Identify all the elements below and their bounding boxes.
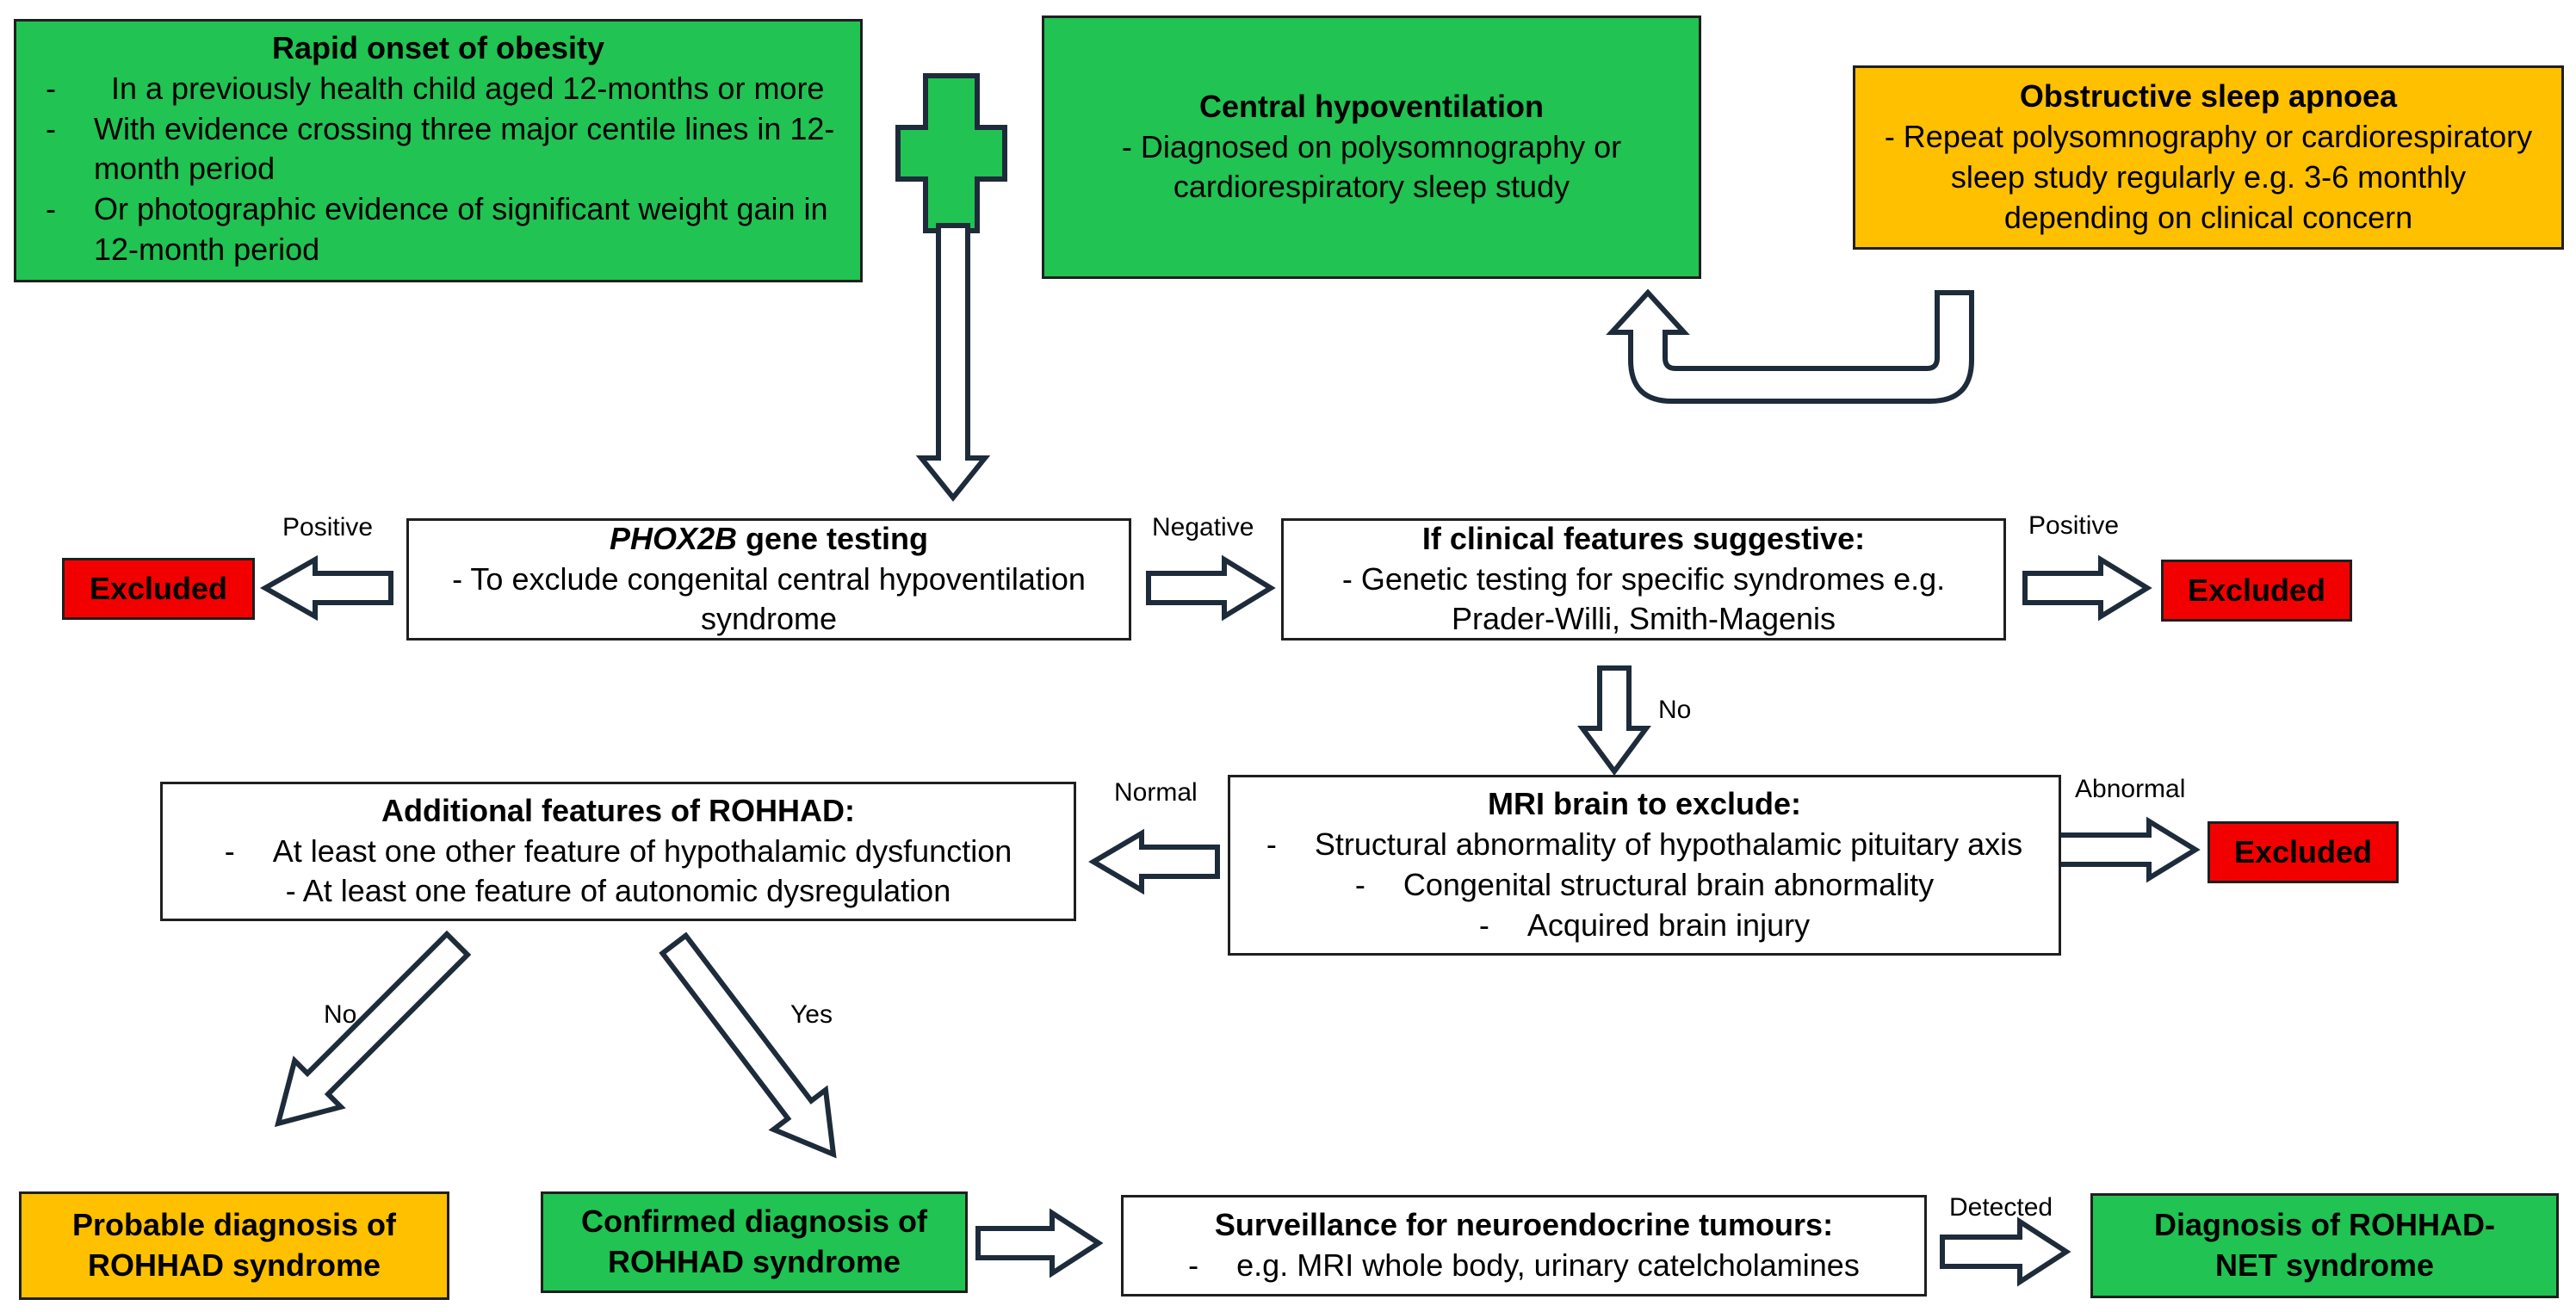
surveillance-item: -e.g. MRI whole body, urinary catelchola… <box>1188 1247 1860 1283</box>
phox2b-body: - To exclude congenital central hypovent… <box>452 560 1086 637</box>
osa-body: - Repeat polysomnography or cardiorespir… <box>1884 119 2533 235</box>
phox2b-title: PHOX2B gene testing <box>609 520 929 556</box>
mri-node: MRI brain to exclude: -Structural abnorm… <box>1228 775 2061 956</box>
osa-title: Obstructive sleep apnoea <box>2019 78 2398 114</box>
rohhad-net-node: Diagnosis of ROHHAD-NET syndrome <box>2090 1193 2559 1298</box>
clinical-features-title: If clinical features suggestive: <box>1421 520 1866 556</box>
central-hypoventilation-title: Central hypoventilation <box>1198 88 1545 124</box>
osa-node: Obstructive sleep apnoea - Repeat polyso… <box>1853 65 2564 250</box>
surveillance-node: Surveillance for neuroendocrine tumours:… <box>1121 1195 1927 1297</box>
label-positive-left: Positive <box>282 513 374 542</box>
arrow-positive-right <box>2022 554 2152 622</box>
rapid-onset-item: -Or photographic evidence of significant… <box>46 191 828 267</box>
rapid-onset-item: -In a previously health child aged 12-mo… <box>46 70 825 106</box>
mri-item: -Structural abnormality of hypothalamic … <box>1266 826 2023 863</box>
phox2b-node: PHOX2B gene testing - To exclude congeni… <box>406 518 1131 641</box>
arrow-detected <box>1940 1216 2071 1287</box>
label-yes-confirmed: Yes <box>790 1000 833 1029</box>
label-normal: Normal <box>1114 778 1198 807</box>
clinical-features-body: - Genetic testing for specific syndromes… <box>1341 560 1946 637</box>
arrow-positive-left <box>259 554 393 622</box>
arrow-negative <box>1146 554 1276 622</box>
surveillance-title: Surveillance for neuroendocrine tumours: <box>1214 1207 1834 1243</box>
rapid-onset-title: Rapid onset of obesity <box>271 30 605 65</box>
excluded-box-left: Excluded <box>62 558 255 620</box>
label-abnormal: Abnormal <box>2075 775 2186 803</box>
excluded-box-right: Excluded <box>2161 560 2352 622</box>
label-no-mri: No <box>1658 696 1692 724</box>
arrow-yes-to-confirmed <box>659 931 837 1159</box>
label-positive-right: Positive <box>2028 511 2120 540</box>
excluded-box-mri: Excluded <box>2208 821 2399 883</box>
arrow-no-to-probable <box>274 930 472 1128</box>
rapid-onset-item: -With evidence crossing three major cent… <box>46 110 835 187</box>
additional-features-node: Additional features of ROHHAD: -At least… <box>160 782 1076 921</box>
probable-diagnosis-node: Probable diagnosis of ROHHAD syndrome <box>19 1191 449 1300</box>
mri-title: MRI brain to exclude: <box>1487 786 1802 822</box>
mri-item: -Acquired brain injury <box>1478 907 1811 943</box>
label-no-probable: No <box>324 1000 357 1029</box>
rapid-onset-node: Rapid onset of obesity -In a previously … <box>14 19 863 282</box>
arrow-down-to-phox2b <box>915 223 991 502</box>
arrow-osa-to-central <box>1606 288 1974 404</box>
plus-icon <box>895 73 1007 233</box>
confirmed-diagnosis-node: Confirmed diagnosis of ROHHAD syndrome <box>541 1191 968 1293</box>
clinical-features-node: If clinical features suggestive: - Genet… <box>1281 518 2006 641</box>
central-hypoventilation-body: - Diagnosed on polysomnography or cardio… <box>1121 128 1622 205</box>
arrow-confirmed-to-surveillance <box>975 1208 1104 1278</box>
central-hypoventilation-node: Central hypoventilation - Diagnosed on p… <box>1042 15 1701 279</box>
additional-features-item: - At least one feature of autonomic dysr… <box>285 873 951 909</box>
arrow-no-to-mri <box>1577 665 1651 777</box>
mri-item: -Congenital structural brain abnormality <box>1354 867 1935 902</box>
arrow-normal <box>1088 828 1220 895</box>
additional-features-item: -At least one other feature of hypothala… <box>224 832 1012 869</box>
additional-features-title: Additional features of ROHHAD: <box>381 792 855 828</box>
label-detected: Detected <box>1949 1193 2053 1222</box>
label-negative: Negative <box>1152 513 1254 542</box>
